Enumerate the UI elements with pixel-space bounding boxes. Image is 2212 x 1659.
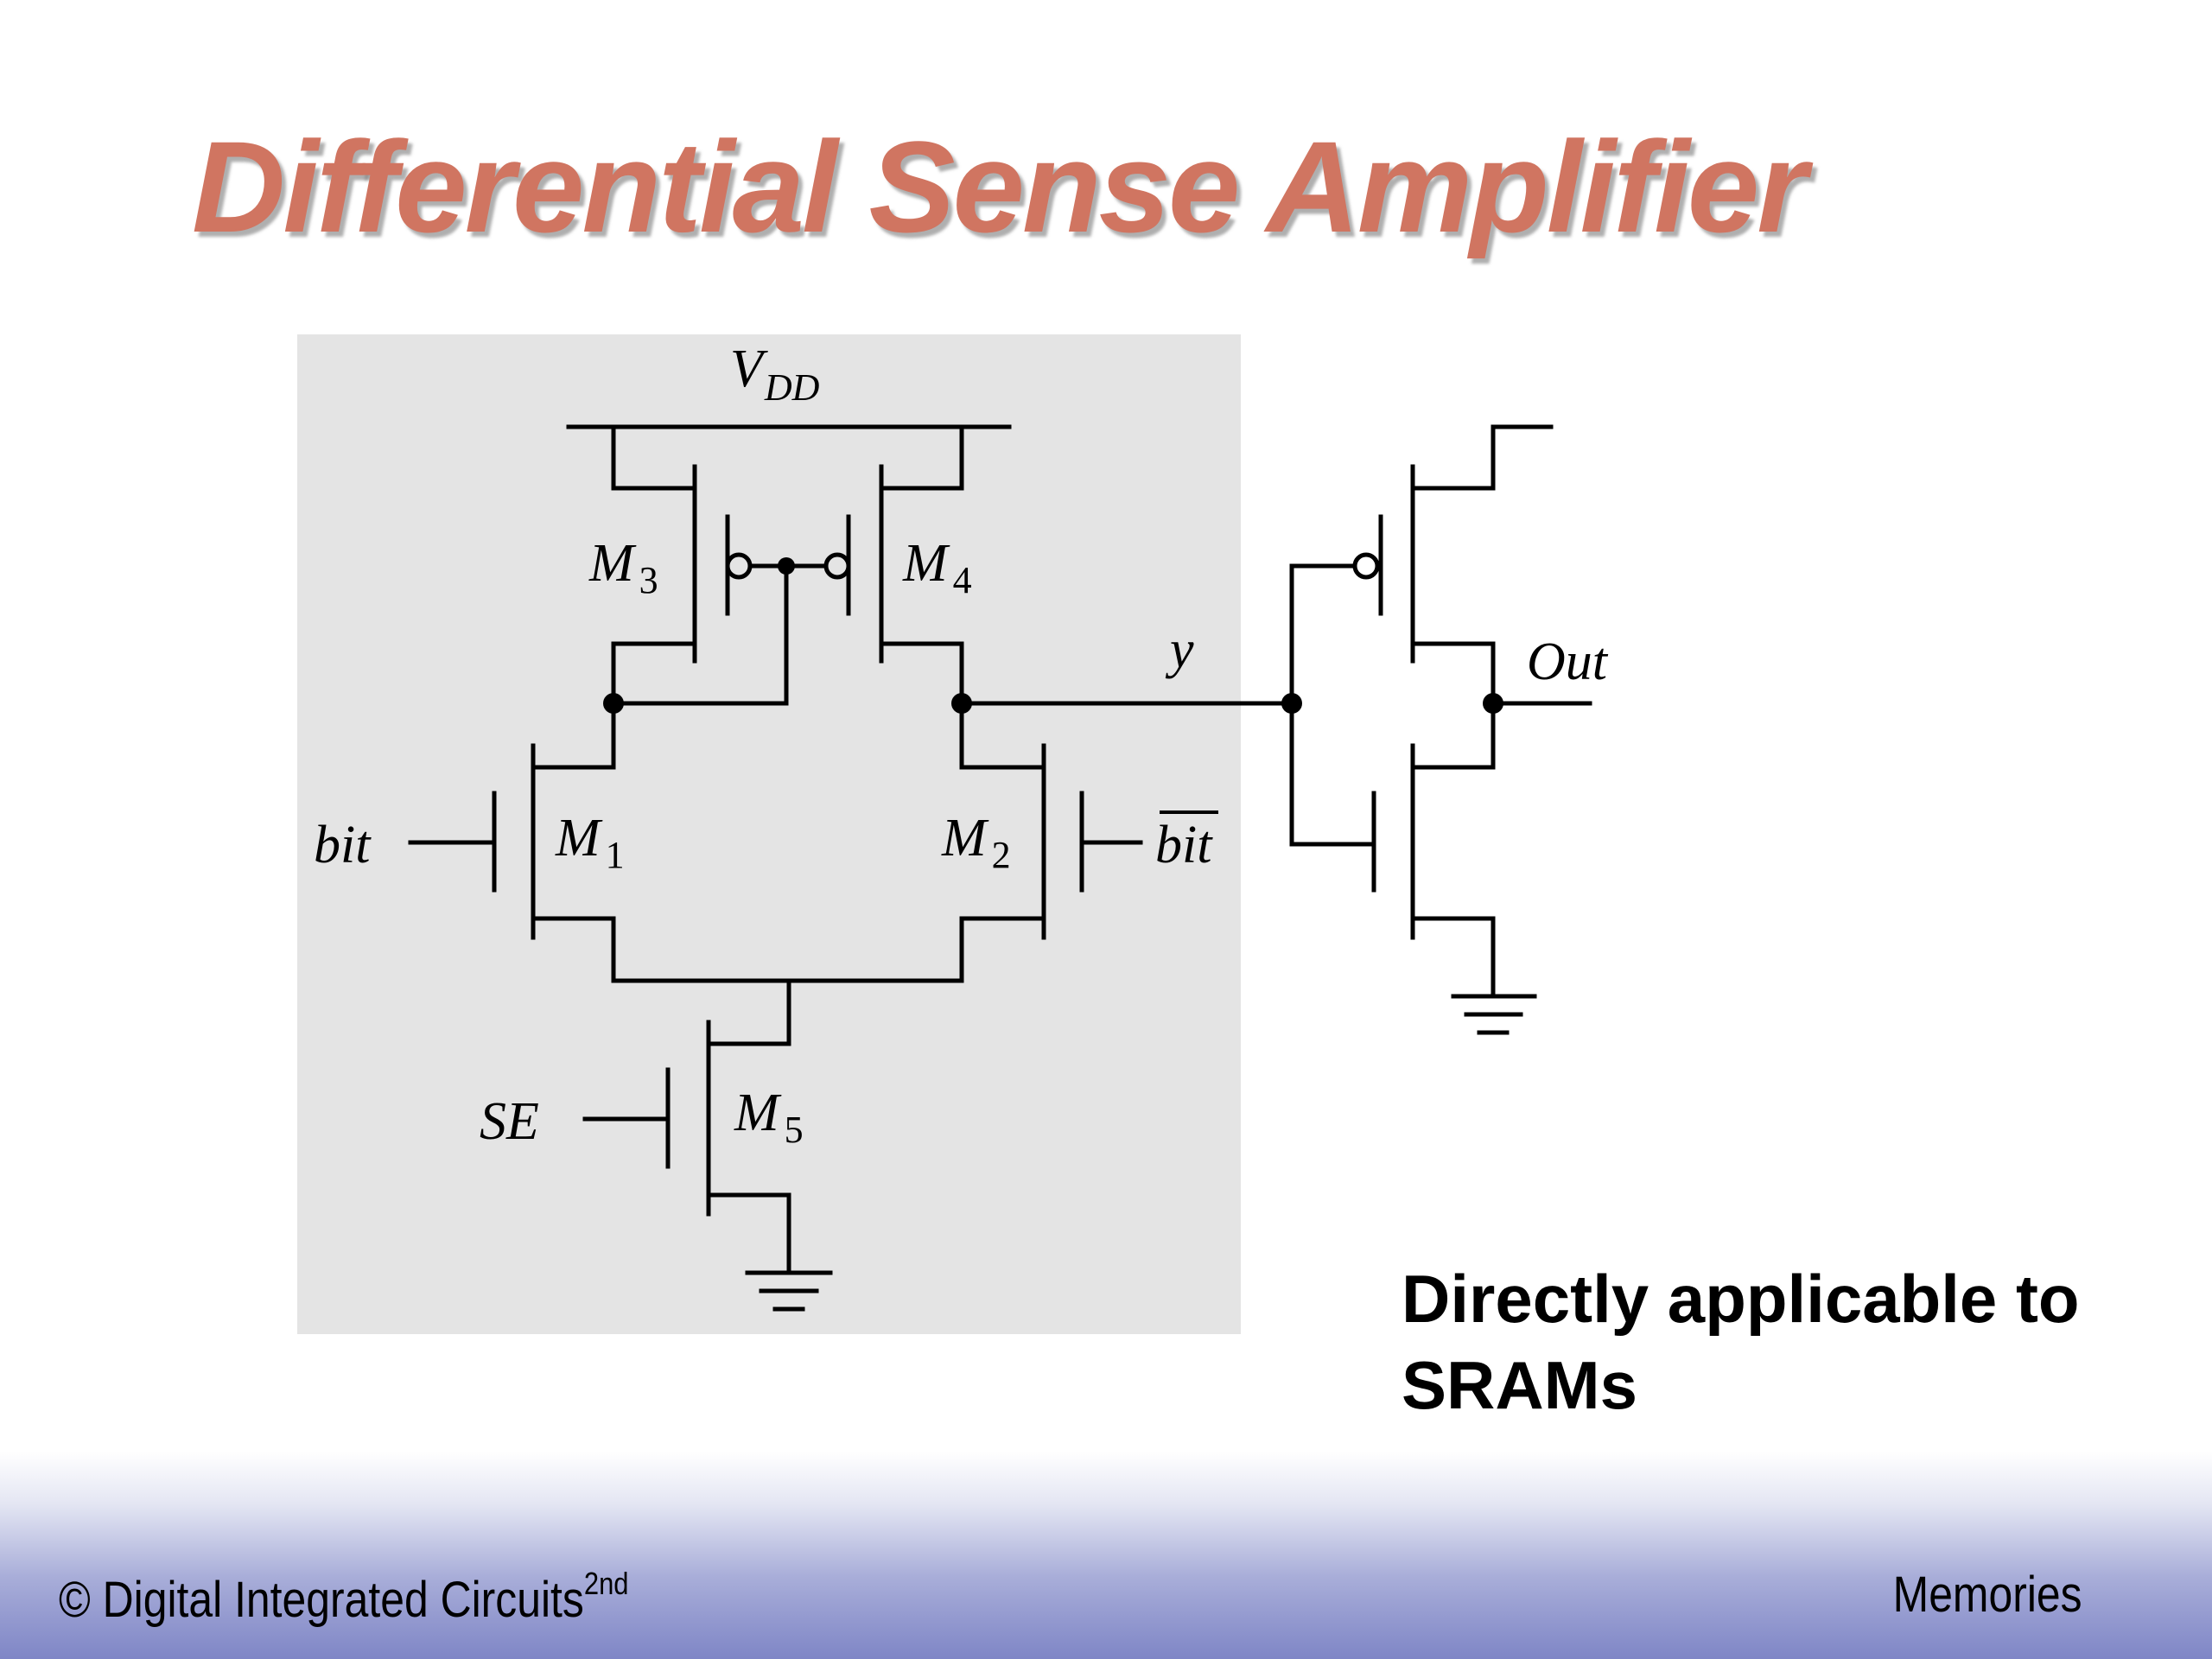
- junction-dots: [603, 557, 1503, 714]
- footer-copyright: © Digital Integrated Circuits2nd: [59, 1566, 629, 1629]
- bit-bar-label: bit: [1155, 816, 1213, 874]
- m3-drain: [611, 641, 697, 706]
- footer-chapter: Memories: [1893, 1567, 2082, 1623]
- junction-dot: [778, 557, 795, 575]
- junction-dot: [951, 693, 972, 714]
- m3-source: [611, 424, 697, 491]
- m4-gate-bubble: [823, 552, 851, 580]
- junction-dot: [1483, 693, 1503, 714]
- junction-dot: [1281, 693, 1302, 714]
- m2-drain: [959, 701, 1046, 770]
- m5-source: [706, 1192, 791, 1273]
- footer-edition: 2nd: [583, 1566, 629, 1601]
- m4-source: [879, 424, 964, 491]
- slide-title: Differential Sense Amplifier: [192, 114, 1808, 259]
- vdd-label: VDD: [730, 340, 820, 409]
- circuit-background: [297, 334, 1241, 1334]
- se-label: SE: [480, 1092, 539, 1151]
- m1-drain: [531, 701, 616, 770]
- inv-pmos-gate-bubble: [1352, 552, 1380, 580]
- m5-drain: [706, 978, 791, 1046]
- bit-label: bit: [314, 816, 372, 874]
- inv-nmos-source: [1410, 916, 1496, 996]
- footer-copyright-text: © Digital Integrated Circuits: [59, 1572, 584, 1628]
- wires: [408, 424, 1592, 1312]
- inv-pmos-source: [1410, 424, 1554, 491]
- y-label: y: [1165, 620, 1194, 679]
- inverter-input-wire: [1289, 563, 1376, 847]
- m3-gate-bubble: [725, 552, 753, 580]
- footer-bar: [0, 1452, 2212, 1659]
- m1-source: [531, 916, 616, 983]
- out-label: Out: [1527, 632, 1609, 691]
- mirror-diode-wire: [611, 563, 789, 706]
- junction-dot: [603, 693, 624, 714]
- inv-output-node: [1410, 641, 1496, 770]
- applicability-note: Directly applicable to SRAMs: [1402, 1261, 2080, 1423]
- m2-source: [959, 916, 1046, 983]
- m4-drain: [879, 641, 964, 706]
